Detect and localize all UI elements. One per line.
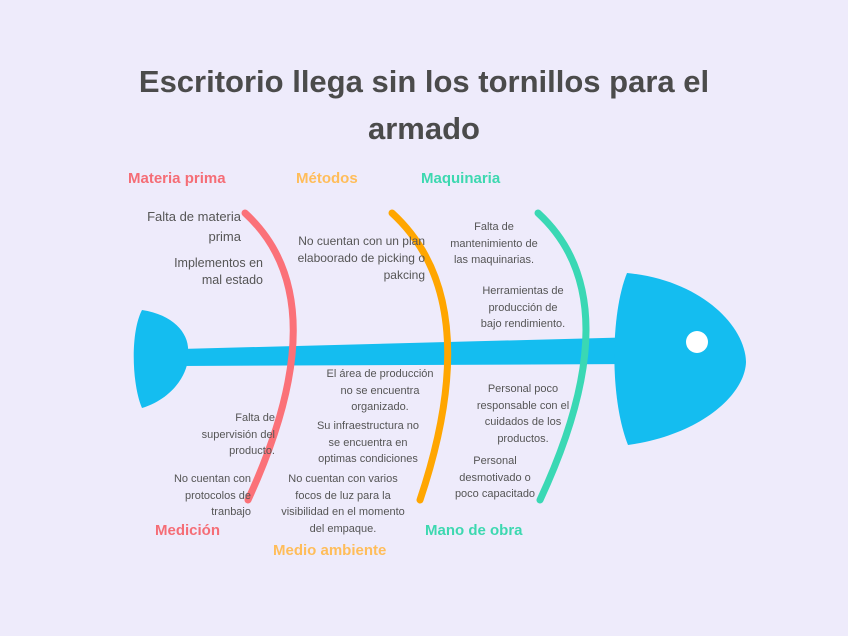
fish-spine	[180, 337, 640, 366]
diagram-title: Escritorio llega sin los tornillos para …	[90, 58, 758, 152]
category-metodos: Métodos	[296, 170, 358, 187]
cause-materia-prima-1: Falta de materia prima	[115, 207, 241, 247]
category-medicion: Medición	[155, 522, 220, 539]
cause-mano-de-obra-2: Personal desmotivado o poco capacitado	[440, 453, 550, 503]
cause-medio-ambiente-2: Su infraestructura no se encuentra en op…	[302, 418, 434, 468]
cause-medio-ambiente-1: El área de producción no se encuentra or…	[310, 366, 450, 416]
cause-materia-prima-2: Implementos en mal estado	[145, 255, 263, 289]
cause-medicion-1: Falta de supervisión del producto.	[165, 410, 275, 460]
cause-medicion-2: No cuentan con protocolos de tranbajo	[145, 471, 251, 521]
category-materia-prima: Materia prima	[128, 170, 226, 187]
cause-metodos-1: No cuentan con un plan elaboorado de pic…	[275, 233, 425, 284]
fish-eye	[686, 331, 708, 353]
category-medio-ambiente: Medio ambiente	[273, 542, 386, 559]
category-maquinaria: Maquinaria	[421, 170, 500, 187]
cause-medio-ambiente-3: No cuentan con varios focos de luz para …	[258, 471, 428, 537]
fish-head	[614, 273, 746, 445]
cause-maquinaria-1: Falta de mantenimiento de las maquinaria…	[436, 219, 552, 269]
category-mano-de-obra: Mano de obra	[425, 522, 523, 539]
cause-mano-de-obra-1: Personal poco responsable con el cuidado…	[462, 381, 584, 447]
cause-maquinaria-2: Herramientas de producción de bajo rendi…	[466, 283, 580, 333]
